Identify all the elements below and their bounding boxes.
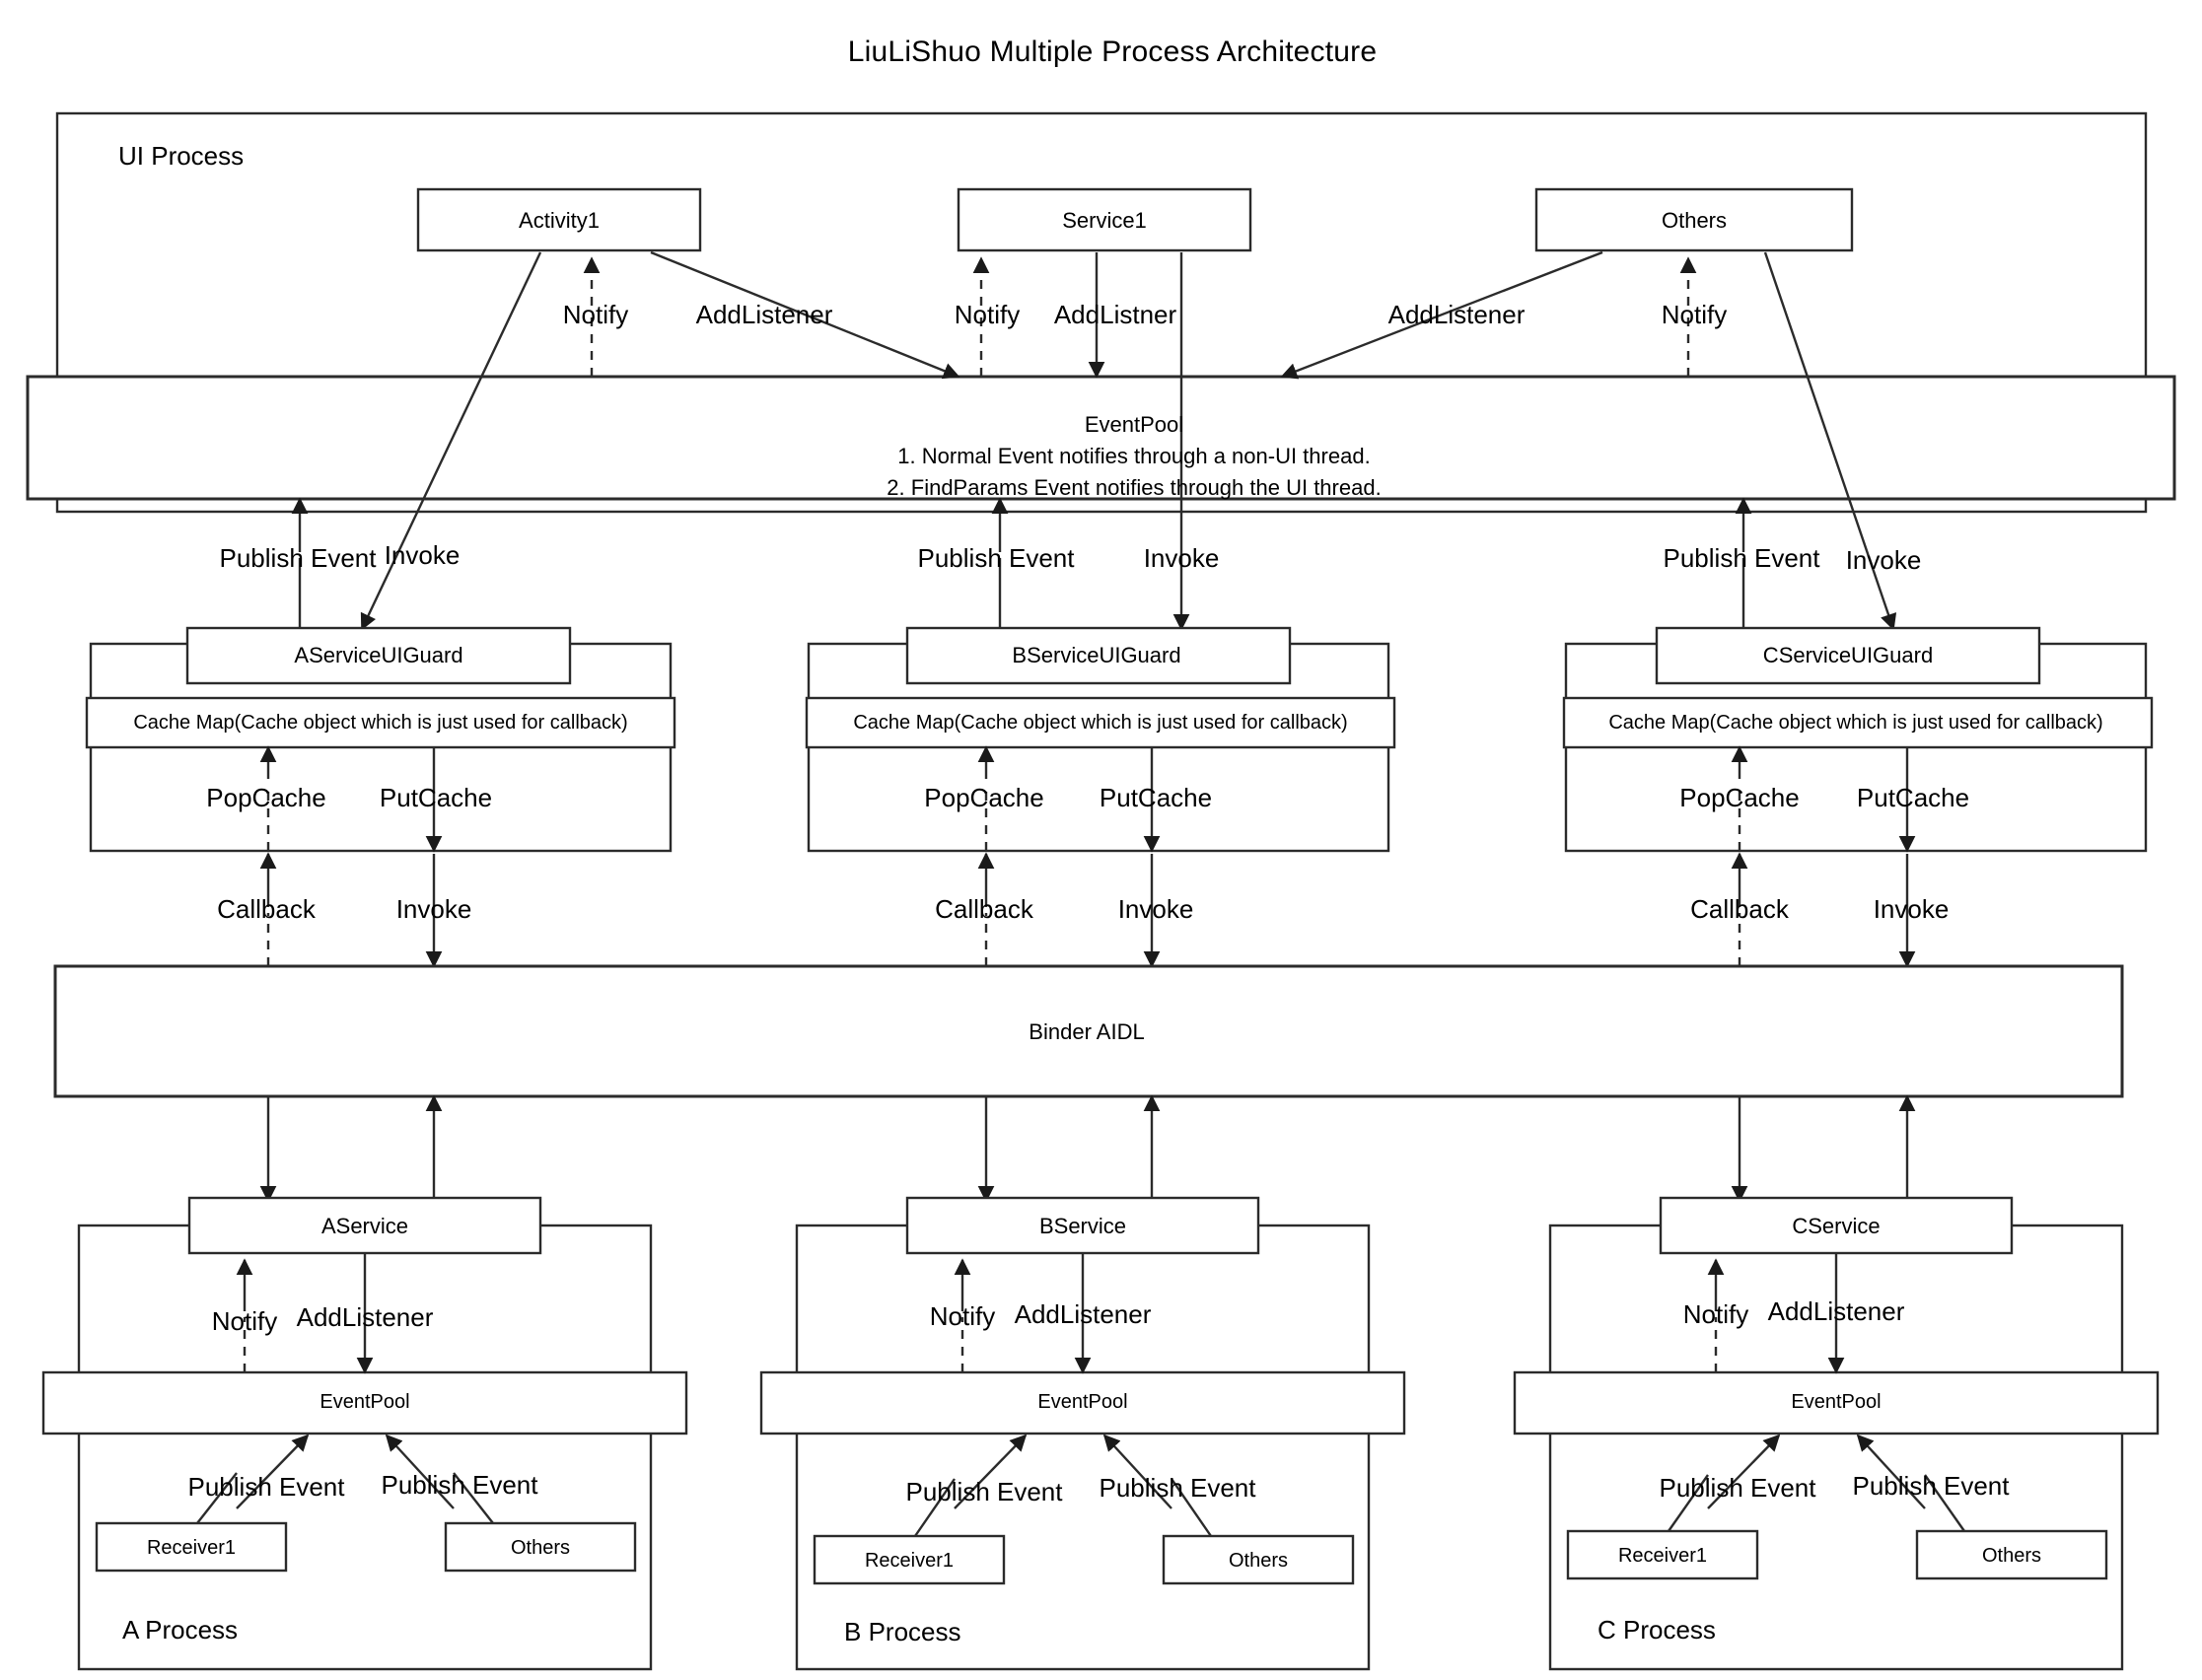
box-c-eventpool: EventPool bbox=[1791, 1391, 1882, 1413]
edge-a-invoke-bottom: Invoke bbox=[395, 894, 472, 924]
edge-c-proc-addlistener: AddListener bbox=[1767, 1296, 1905, 1326]
edge-b-proc-addlistener: AddListener bbox=[1014, 1299, 1152, 1329]
edge-a-publish-left: Publish Event bbox=[187, 1472, 345, 1502]
box-aservice[interactable]: AService bbox=[320, 1214, 409, 1238]
ui-process-label: UI Process bbox=[118, 141, 245, 171]
page-title: LiuLiShuo Multiple Process Architecture bbox=[847, 35, 1378, 68]
box-bserviceuiguard[interactable]: BServiceUIGuard bbox=[1012, 643, 1181, 667]
edge-b-publish-event: Publish Event bbox=[917, 543, 1075, 573]
box-a-cache-map: Cache Map(Cache object which is just use… bbox=[133, 712, 628, 734]
box-a-others[interactable]: Others bbox=[510, 1537, 571, 1559]
edge-b-publish-right: Publish Event bbox=[1099, 1473, 1256, 1503]
ui-eventpool-title: EventPool bbox=[1084, 412, 1184, 437]
box-others-ui[interactable]: Others bbox=[1661, 208, 1728, 233]
box-activity1[interactable]: Activity1 bbox=[519, 208, 600, 233]
box-bservice[interactable]: BService bbox=[1038, 1214, 1127, 1238]
label-c-process: C Process bbox=[1598, 1615, 1716, 1645]
edge-a-invoke-top: Invoke bbox=[384, 540, 461, 570]
box-b-others[interactable]: Others bbox=[1228, 1550, 1289, 1572]
box-c-others[interactable]: Others bbox=[1981, 1545, 2042, 1567]
edge-c-callback: Callback bbox=[1690, 894, 1789, 924]
box-a-receiver1[interactable]: Receiver1 bbox=[146, 1537, 237, 1559]
edge-b-publish-left: Publish Event bbox=[905, 1477, 1063, 1506]
edge-c-putcache: PutCache bbox=[1856, 783, 1970, 812]
label-b-process: B Process bbox=[844, 1617, 961, 1646]
box-a-eventpool: EventPool bbox=[320, 1391, 410, 1413]
box-binder-aidl: Binder AIDL bbox=[1029, 1019, 1145, 1044]
edge-a-putcache: PutCache bbox=[379, 783, 493, 812]
box-b-receiver1[interactable]: Receiver1 bbox=[864, 1550, 955, 1572]
box-c-cache-map: Cache Map(Cache object which is just use… bbox=[1608, 712, 2103, 734]
edge-b-proc-notify: Notify bbox=[929, 1301, 996, 1331]
edge-activity1-addlistener: AddListener bbox=[695, 300, 833, 329]
edge-service1-notify: Notify bbox=[954, 300, 1021, 329]
box-c-receiver1[interactable]: Receiver1 bbox=[1617, 1545, 1708, 1567]
edge-c-invoke-top: Invoke bbox=[1845, 545, 1922, 575]
box-cservice[interactable]: CService bbox=[1792, 1214, 1881, 1238]
edge-a-publish-event: Publish Event bbox=[219, 543, 377, 573]
edge-b-callback: Callback bbox=[935, 894, 1033, 924]
edge-service1-addlistener: AddListner bbox=[1053, 300, 1177, 329]
edge-a-proc-notify: Notify bbox=[211, 1306, 278, 1336]
edge-others-notify: Notify bbox=[1661, 300, 1728, 329]
edge-activity1-notify: Notify bbox=[562, 300, 629, 329]
edge-a-popcache: PopCache bbox=[206, 783, 326, 812]
edge-b-popcache: PopCache bbox=[924, 783, 1044, 812]
box-b-eventpool: EventPool bbox=[1037, 1391, 1128, 1413]
box-b-cache-map: Cache Map(Cache object which is just use… bbox=[853, 712, 1348, 734]
edge-c-proc-notify: Notify bbox=[1682, 1299, 1749, 1329]
edge-c-invoke-bottom: Invoke bbox=[1873, 894, 1950, 924]
edge-c-publish-left: Publish Event bbox=[1659, 1473, 1816, 1503]
box-aserviceuiguard[interactable]: AServiceUIGuard bbox=[294, 643, 463, 667]
ui-eventpool-note-2: 2. FindParams Event notifies through the… bbox=[887, 474, 1382, 500]
edge-b-invoke-top: Invoke bbox=[1143, 543, 1220, 573]
box-service1[interactable]: Service1 bbox=[1062, 208, 1147, 233]
edge-c-popcache: PopCache bbox=[1679, 783, 1800, 812]
box-cserviceuiguard[interactable]: CServiceUIGuard bbox=[1762, 643, 1934, 667]
edge-a-publish-right: Publish Event bbox=[381, 1470, 538, 1500]
edge-c-publish-event: Publish Event bbox=[1663, 543, 1820, 573]
edge-a-callback: Callback bbox=[217, 894, 316, 924]
edge-a-proc-addlistener: AddListener bbox=[296, 1302, 434, 1332]
label-a-process: A Process bbox=[122, 1615, 239, 1645]
edge-b-putcache: PutCache bbox=[1099, 783, 1213, 812]
edge-b-invoke-bottom: Invoke bbox=[1117, 894, 1194, 924]
edge-c-publish-right: Publish Event bbox=[1852, 1471, 2010, 1501]
ui-eventpool-note-1: 1. Normal Event notifies through a non-U… bbox=[897, 443, 1371, 468]
edge-others-addlistener: AddListener bbox=[1387, 300, 1526, 329]
ui-eventpool-block: EventPool 1. Normal Event notifies throu… bbox=[887, 409, 1381, 504]
